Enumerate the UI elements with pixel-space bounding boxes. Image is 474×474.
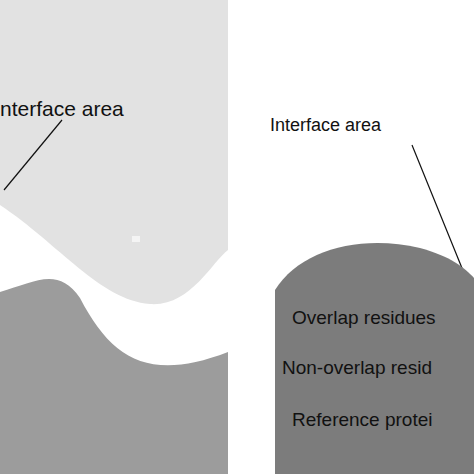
callout-label: nterface area xyxy=(0,98,124,119)
surface-shape xyxy=(275,243,474,474)
protein-surface: Overlap residuesNon-overlap residReferen… xyxy=(275,232,474,474)
surface-mark xyxy=(132,236,140,242)
gap-region xyxy=(0,205,228,474)
region-label: Non-overlap resid xyxy=(282,358,432,377)
region-label: Overlap residues xyxy=(292,308,436,327)
region-label: Reference protei xyxy=(292,410,432,429)
surface-outline xyxy=(275,232,474,474)
callout-label: Interface area xyxy=(270,116,381,134)
lower-protein-surface xyxy=(0,279,228,474)
left-panel-background xyxy=(0,0,228,474)
leader-line xyxy=(4,120,62,190)
